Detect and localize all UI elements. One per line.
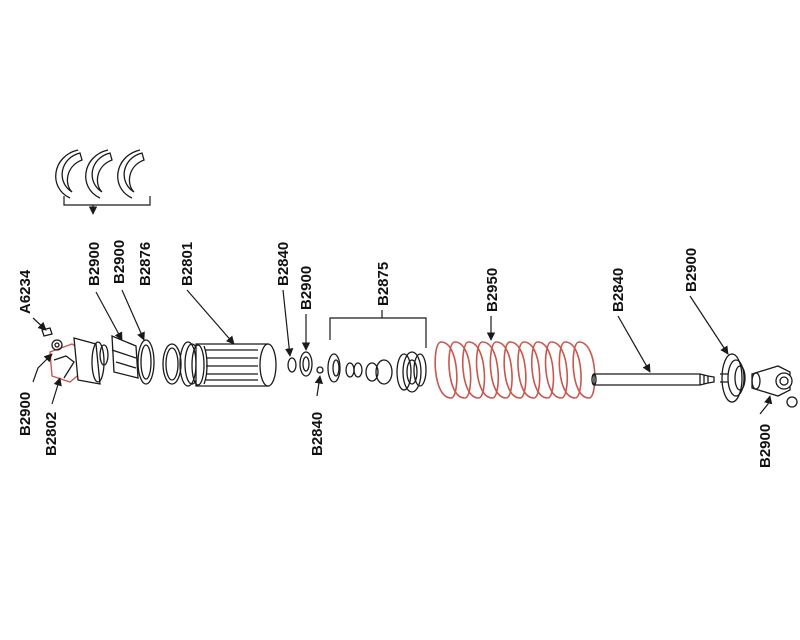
spring-coil (551, 341, 569, 399)
spring-coil-front (461, 341, 479, 399)
split-bushing-part (111, 335, 139, 379)
top-mount-part (720, 353, 746, 403)
clip-rings-group (55, 149, 151, 215)
spring-coil-front (572, 341, 590, 399)
label-b2840-b: B2840 (309, 412, 326, 456)
spring-coil (482, 341, 500, 399)
coil-spring-part (434, 341, 596, 399)
label-b2900-end: B2900 (757, 424, 774, 468)
spring-coil (523, 341, 541, 399)
label-b2840-rod: B2840 (610, 268, 627, 312)
spring-coil-front (558, 341, 576, 399)
label-b2900-left: B2900 (17, 392, 34, 436)
spring-coil-front (544, 341, 562, 399)
spring-coil-front (489, 341, 507, 399)
spring-coil (509, 341, 527, 399)
label-b2900-c: B2900 (298, 266, 315, 310)
spring-coil (496, 341, 513, 399)
end-cap-part (41, 327, 109, 385)
spring-coil (468, 341, 486, 399)
label-b2950: B2950 (484, 268, 501, 312)
label-a6234: A6234 (17, 269, 34, 314)
label-b2900-top: B2900 (683, 248, 700, 292)
label-b2876: B2876 (137, 242, 154, 286)
label-b2840-a: B2840 (275, 242, 292, 286)
piston-assembly-part (329, 310, 427, 393)
label-b2801: B2801 (179, 242, 196, 286)
spring-coil-front (530, 341, 548, 399)
seal-rings-part (137, 339, 182, 385)
spring-coil (440, 341, 458, 399)
rod-end-part (751, 365, 798, 408)
label-b2875: B2875 (375, 262, 392, 306)
spring-coil-front (434, 341, 452, 399)
spring-coil-front (475, 341, 493, 399)
spring-coil-front (517, 341, 534, 399)
spring-coil (578, 341, 596, 399)
spring-coil-front (448, 341, 465, 399)
valve-washers-part (287, 351, 341, 383)
leader-lines (32, 289, 773, 415)
spring-coil (537, 341, 555, 399)
shaft-part (591, 373, 715, 386)
spring-coil (454, 341, 472, 399)
label-b2802: B2802 (43, 412, 60, 456)
part-labels: A6234 B2900 B2802 B2900 B2900 B2876 B280… (17, 240, 774, 468)
spring-coil-front (503, 341, 521, 399)
shock-body-part (179, 341, 277, 387)
label-b2900-b: B2900 (111, 240, 128, 284)
label-b2900-clips: B2900 (86, 242, 103, 286)
spring-coil (565, 341, 582, 399)
